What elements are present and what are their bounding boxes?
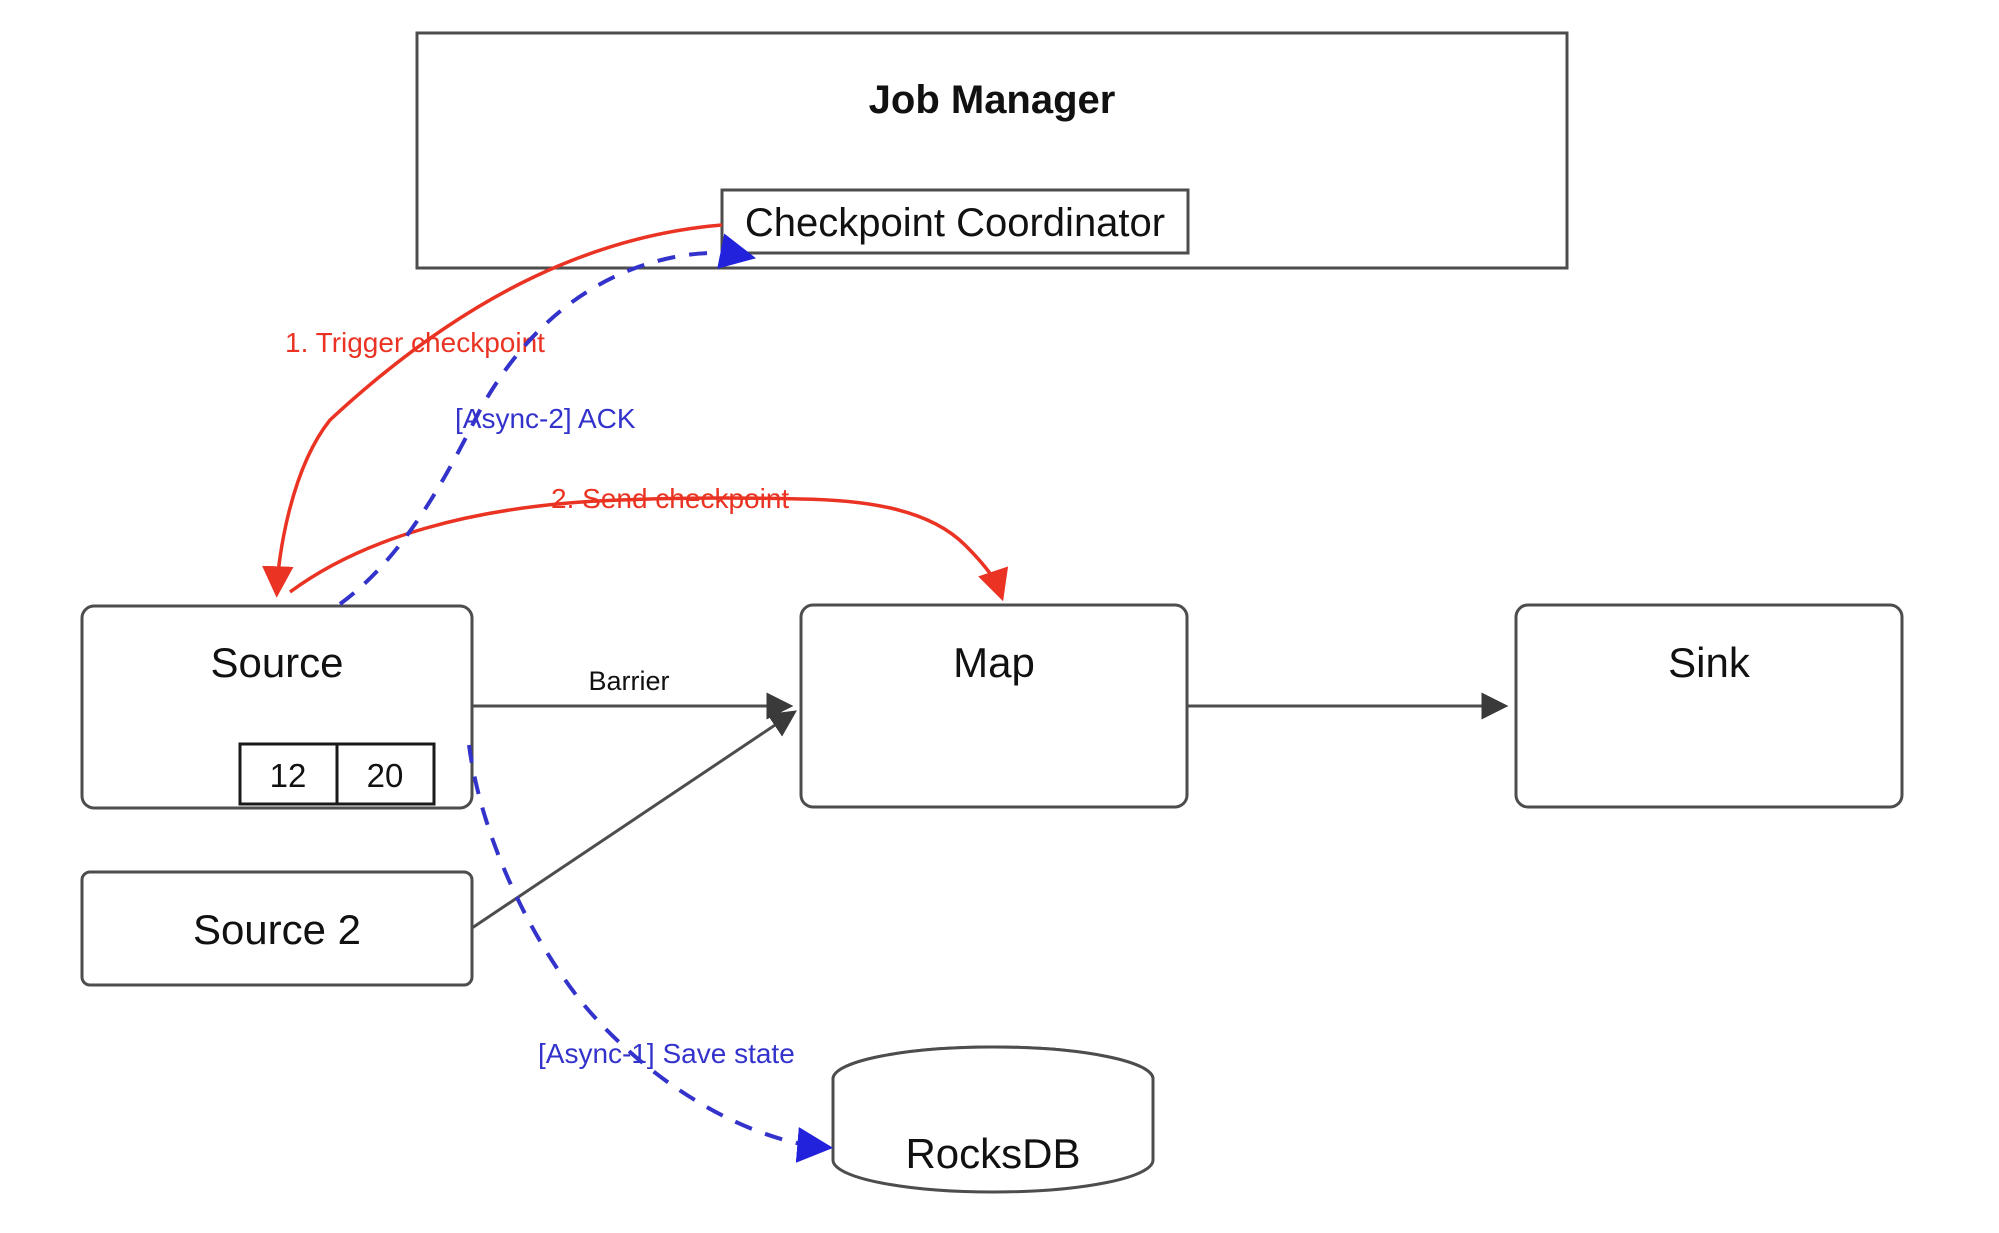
node-rocksdb[interactable]: RocksDB (831, 1045, 1155, 1194)
source2-map-arrow (471, 710, 797, 930)
send-checkpoint-right (799, 497, 1009, 602)
rocksdb-label: RocksDB (905, 1130, 1080, 1177)
node-checkpoint-coordinator[interactable]: Checkpoint Coordinator (720, 188, 1190, 255)
buffer-cell-value: 12 (270, 757, 307, 794)
edge-send-checkpoint: 2. Send checkpoint (288, 483, 1009, 602)
sink-box (1514, 603, 1904, 809)
checkpoint-coordinator-box (720, 188, 1190, 255)
trigger-checkpoint-arrow (262, 223, 723, 598)
async-ack-arrow (338, 233, 756, 606)
buffer-cell (335, 742, 436, 806)
checkpoint-coordinator-label: Checkpoint Coordinator (745, 201, 1165, 245)
source-2-label: Source 2 (193, 906, 361, 953)
map-box (799, 603, 1189, 809)
job-manager-label: Job Manager (869, 78, 1116, 122)
node-sink[interactable]: Sink (1514, 603, 1904, 809)
barrier-label: Barrier (588, 666, 669, 696)
buffer-cell-value: 20 (367, 757, 404, 794)
edge-trigger-checkpoint: 1. Trigger checkpoint (262, 223, 723, 598)
async-ack-label: [Async-2] ACK (455, 403, 636, 434)
source-2-box (80, 870, 474, 987)
edge-barrier: Barrier (472, 666, 794, 720)
edge-async-save-state: [Async-1] Save state (467, 744, 834, 1163)
send-checkpoint-label: 2. Send checkpoint (551, 483, 789, 514)
async-save-state-label: [Async-1] Save state (538, 1038, 795, 1069)
map-label: Map (953, 639, 1035, 686)
send-checkpoint-left (288, 496, 801, 594)
sink-label: Sink (1668, 639, 1751, 686)
edge-source2-to-map (471, 710, 797, 930)
source-label: Source (210, 639, 343, 686)
rocksdb-cylinder-top (831, 1045, 1155, 1080)
edge-async-ack: [Async-2] ACK (338, 233, 756, 606)
source-buffer: 12 20 (238, 742, 436, 806)
async-save-state-arrow (467, 744, 834, 1163)
node-map[interactable]: Map (799, 603, 1189, 809)
node-source-2[interactable]: Source 2 (80, 870, 474, 987)
trigger-checkpoint-label: 1. Trigger checkpoint (285, 327, 545, 358)
buffer-cell (238, 742, 339, 806)
